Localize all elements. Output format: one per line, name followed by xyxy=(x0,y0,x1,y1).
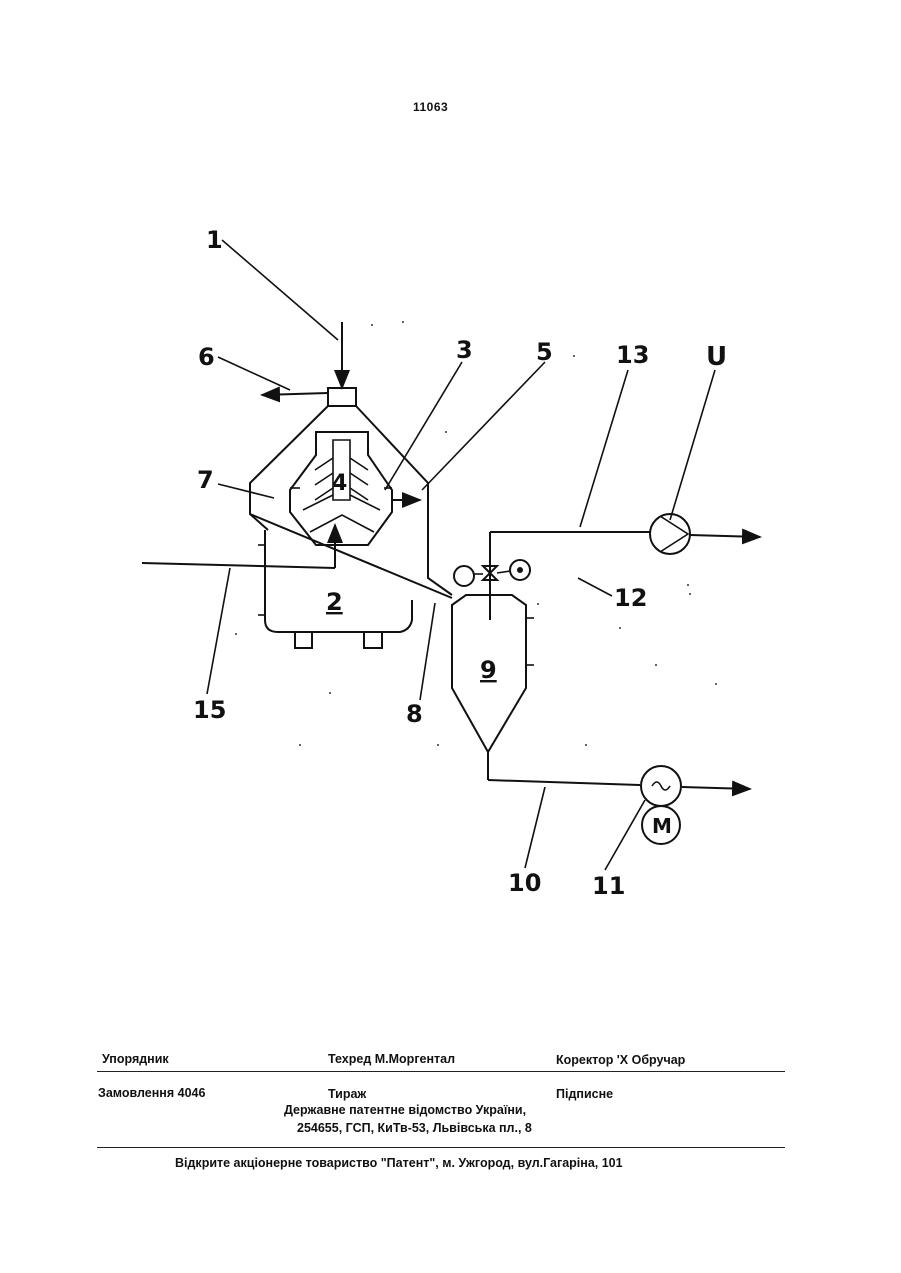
label-1: 1 xyxy=(206,226,223,254)
label-6: 6 xyxy=(198,343,215,371)
label-U: U xyxy=(706,342,727,372)
label-5: 5 xyxy=(536,338,553,366)
order-number: Замовлення 4046 xyxy=(98,1086,205,1100)
label-10: 10 xyxy=(508,869,541,897)
label-2: 2 xyxy=(326,588,343,616)
office-address: 254655, ГСП, КиТв-53, Львівська пл., 8 xyxy=(297,1121,532,1135)
label-M: M xyxy=(652,814,672,838)
footer-divider-bottom xyxy=(97,1147,785,1148)
compiler-label: Упорядник xyxy=(102,1052,169,1066)
label-3: 3 xyxy=(456,336,473,364)
leader-lines xyxy=(207,240,715,870)
label-7: 7 xyxy=(197,466,214,494)
label-4: 4 xyxy=(332,471,347,496)
separator-drawing xyxy=(142,322,452,648)
tech-editor: Техред М.Моргентал xyxy=(328,1052,455,1066)
publisher-line: Відкрите акціонерне товариство "Патент",… xyxy=(175,1156,623,1170)
circulation: Тираж xyxy=(328,1087,366,1101)
subscription: Підписне xyxy=(556,1087,613,1101)
label-9: 9 xyxy=(480,656,497,684)
footer-divider-top xyxy=(97,1071,785,1072)
patent-office: Державне патентне відомство України, xyxy=(284,1103,526,1117)
label-11: 11 xyxy=(592,872,625,900)
label-13: 13 xyxy=(616,341,649,369)
label-12: 12 xyxy=(614,584,647,612)
label-15: 15 xyxy=(193,696,226,724)
corrector: Коректор 'Х Обручар xyxy=(556,1053,685,1067)
label-8: 8 xyxy=(406,700,423,728)
tank-drawing xyxy=(452,532,760,789)
